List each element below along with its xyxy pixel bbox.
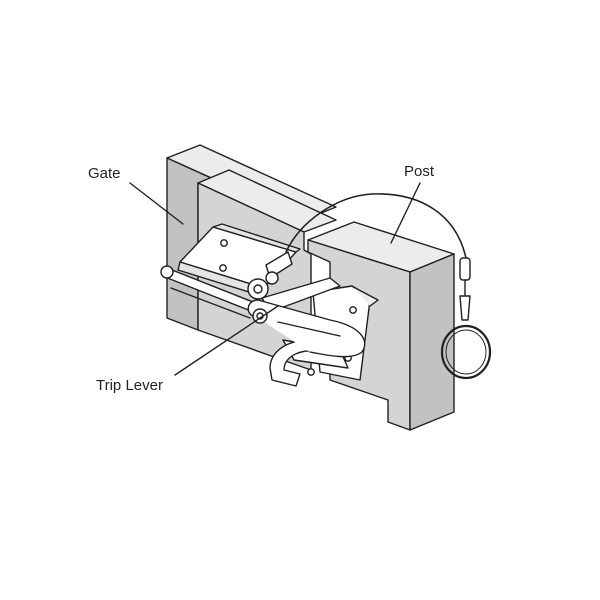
pull-cable	[285, 193, 492, 380]
post-label: Post	[404, 163, 435, 180]
gate-label: Gate	[88, 165, 121, 182]
catch-screw-icon	[349, 306, 357, 314]
trip-lever-label: Trip Lever	[96, 377, 163, 394]
bracket-screw-icon	[220, 239, 228, 247]
post-leader-line	[390, 182, 421, 244]
pull-ring-icon	[440, 324, 492, 380]
trip-lever	[247, 251, 366, 358]
trip-lever-leader-line	[174, 305, 279, 376]
gate-bracket	[177, 223, 301, 297]
gate-leader-line	[129, 182, 184, 225]
swing-bar	[160, 265, 259, 319]
bracket-screw-icon	[219, 264, 227, 272]
latch-catch	[269, 285, 379, 387]
cable-crimp	[459, 257, 471, 281]
